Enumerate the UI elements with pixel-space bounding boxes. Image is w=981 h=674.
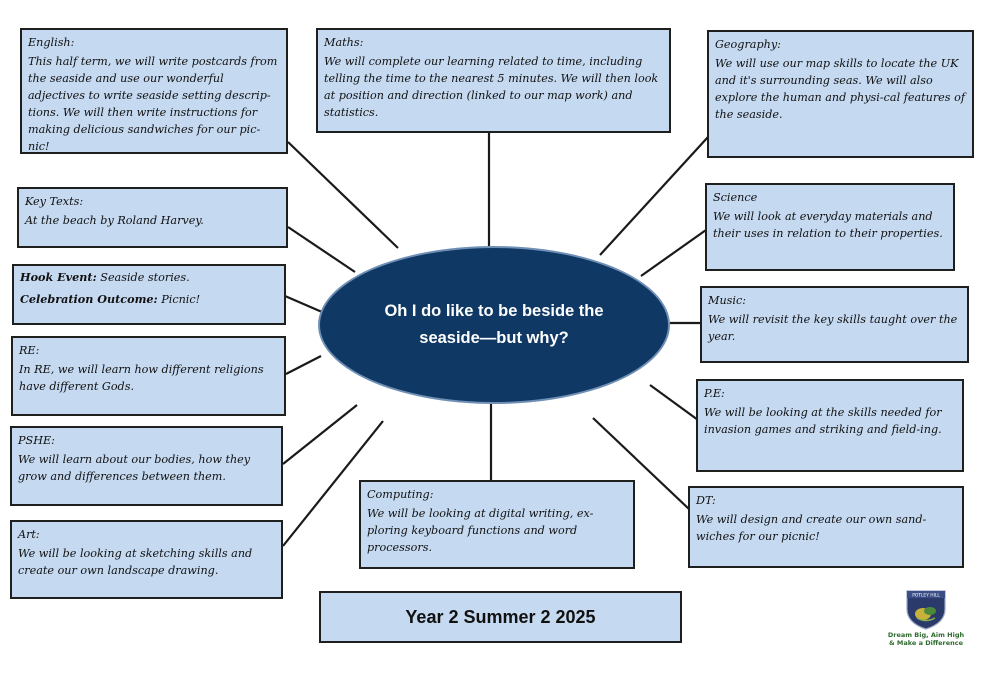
hook-event-box: Hook Event: Seaside stories. Celebration… (12, 264, 286, 325)
re-body: In RE, we will learn how different relig… (19, 363, 264, 393)
english-box: English: This half term, we will write p… (20, 28, 288, 154)
hook-event-line: Hook Event: Seaside stories. (20, 269, 278, 286)
dt-body: We will design and create our own sand-w… (696, 513, 927, 543)
pshe-body: We will learn about our bodies, how they… (18, 453, 251, 483)
geography-box: Geography: We will use our map skills to… (707, 30, 974, 158)
connector-re (285, 355, 322, 375)
maths-title: Maths: (324, 36, 364, 49)
key-texts-body: At the beach by Roland Harvey. (25, 214, 204, 227)
celebration-outcome-value: Picnic! (157, 293, 201, 306)
connector-key-texts (287, 226, 356, 273)
music-body: We will revisit the key skills taught ov… (708, 313, 958, 343)
dt-title: DT: (696, 494, 716, 507)
maths-body: We will complete our learning related to… (324, 55, 659, 119)
dt-box: DT: We will design and create our own sa… (688, 486, 964, 568)
connector-geography (599, 136, 709, 256)
science-title: Science (713, 191, 758, 204)
pshe-title: PSHE: (18, 434, 55, 447)
english-body: This half term, we will write postcards … (28, 55, 278, 153)
connector-english (287, 141, 399, 249)
central-topic-title: Oh I do like to be beside the seaside—bu… (384, 302, 604, 347)
computing-body: We will be looking at digital writing, e… (367, 507, 594, 554)
connector-dt (592, 417, 691, 511)
pe-box: P.E: We will be looking at the skills ne… (696, 379, 964, 472)
computing-title: Computing: (367, 488, 434, 501)
central-topic-ellipse: Oh I do like to be beside the seaside—bu… (318, 246, 670, 404)
connector-pshe (282, 404, 358, 465)
hook-event-value: Seaside stories. (96, 271, 190, 284)
pe-body: We will be looking at the skills needed … (704, 406, 942, 436)
geography-title: Geography: (715, 38, 781, 51)
key-texts-box: Key Texts: At the beach by Roland Harvey… (17, 187, 288, 248)
connector-pe (649, 384, 699, 421)
music-box: Music: We will revisit the key skills ta… (700, 286, 969, 363)
term-title-box: Year 2 Summer 2 2025 (319, 591, 682, 643)
music-title: Music: (708, 294, 747, 307)
science-body: We will look at everyday materials and t… (713, 210, 943, 240)
science-box: Science We will look at everyday materia… (705, 183, 955, 271)
english-title: English: (28, 36, 75, 49)
connector-hook (284, 294, 323, 314)
school-name: POTLEY HILL (912, 593, 940, 599)
re-box: RE: In RE, we will learn how different r… (11, 336, 286, 416)
art-title: Art: (18, 528, 40, 541)
school-motto-line1: Dream Big, Aim High (887, 631, 965, 639)
art-body: We will be looking at sketching skills a… (18, 547, 253, 577)
pshe-box: PSHE: We will learn about our bodies, ho… (10, 426, 283, 506)
school-crest-icon: POTLEY HILL (906, 590, 946, 630)
term-title: Year 2 Summer 2 2025 (405, 606, 596, 627)
re-title: RE: (19, 344, 40, 357)
school-motto-line2: & Make a Difference (888, 639, 964, 647)
hook-event-label: Hook Event: (20, 270, 97, 284)
school-logo: POTLEY HILL Dream Big, Aim High & Make a… (884, 585, 968, 659)
connector-science (640, 229, 707, 277)
connector-art (282, 420, 384, 547)
art-box: Art: We will be looking at sketching ski… (10, 520, 283, 599)
geography-body: We will use our map skills to locate the… (715, 57, 965, 121)
maths-box: Maths: We will complete our learning rel… (316, 28, 671, 133)
celebration-outcome-label: Celebration Outcome: (20, 292, 158, 306)
celebration-outcome-line: Celebration Outcome: Picnic! (20, 291, 278, 308)
pe-title: P.E: (704, 387, 725, 400)
computing-box: Computing: We will be looking at digital… (359, 480, 635, 569)
key-texts-title: Key Texts: (25, 195, 84, 208)
